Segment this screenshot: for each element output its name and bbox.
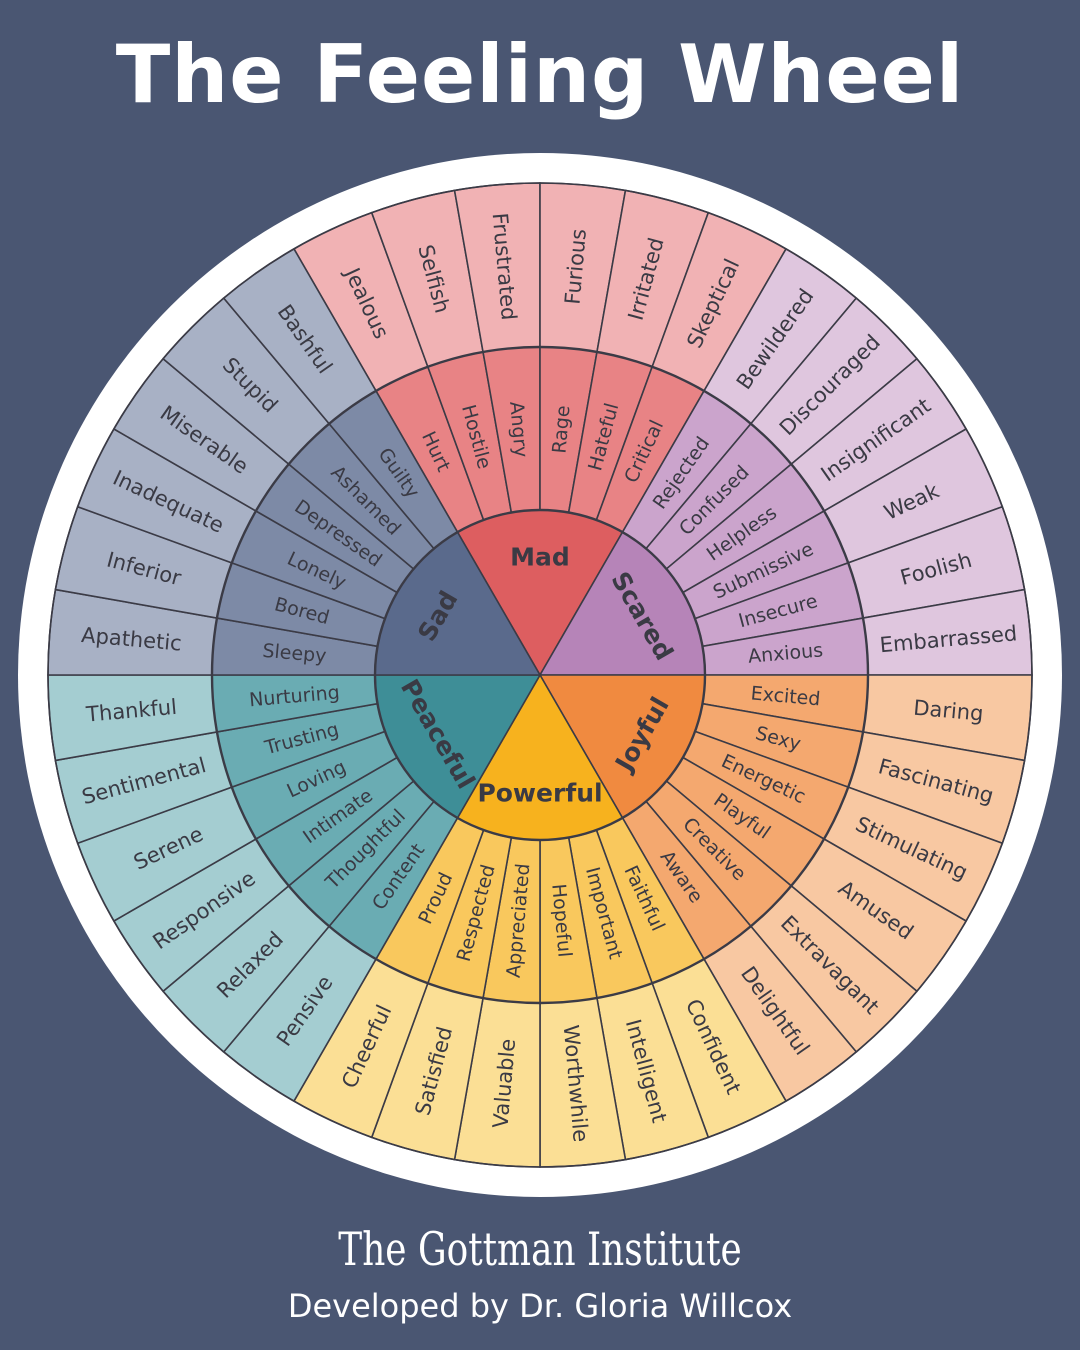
core-label-mad: Mad (510, 543, 570, 572)
credit-line: Developed by Dr. Gloria Willcox (287, 1287, 793, 1325)
brand-name: The Gottman Institute (338, 1222, 742, 1276)
middle-label-angry: Angry (505, 401, 532, 459)
ring-boundary (210, 345, 870, 1005)
ring-boundary (373, 508, 707, 842)
middle-label-rage: Rage (548, 404, 574, 454)
core-label-powerful: Powerful (477, 779, 602, 808)
ring-boundary (47, 182, 1033, 1168)
page-title: The Feeling Wheel (115, 28, 965, 121)
